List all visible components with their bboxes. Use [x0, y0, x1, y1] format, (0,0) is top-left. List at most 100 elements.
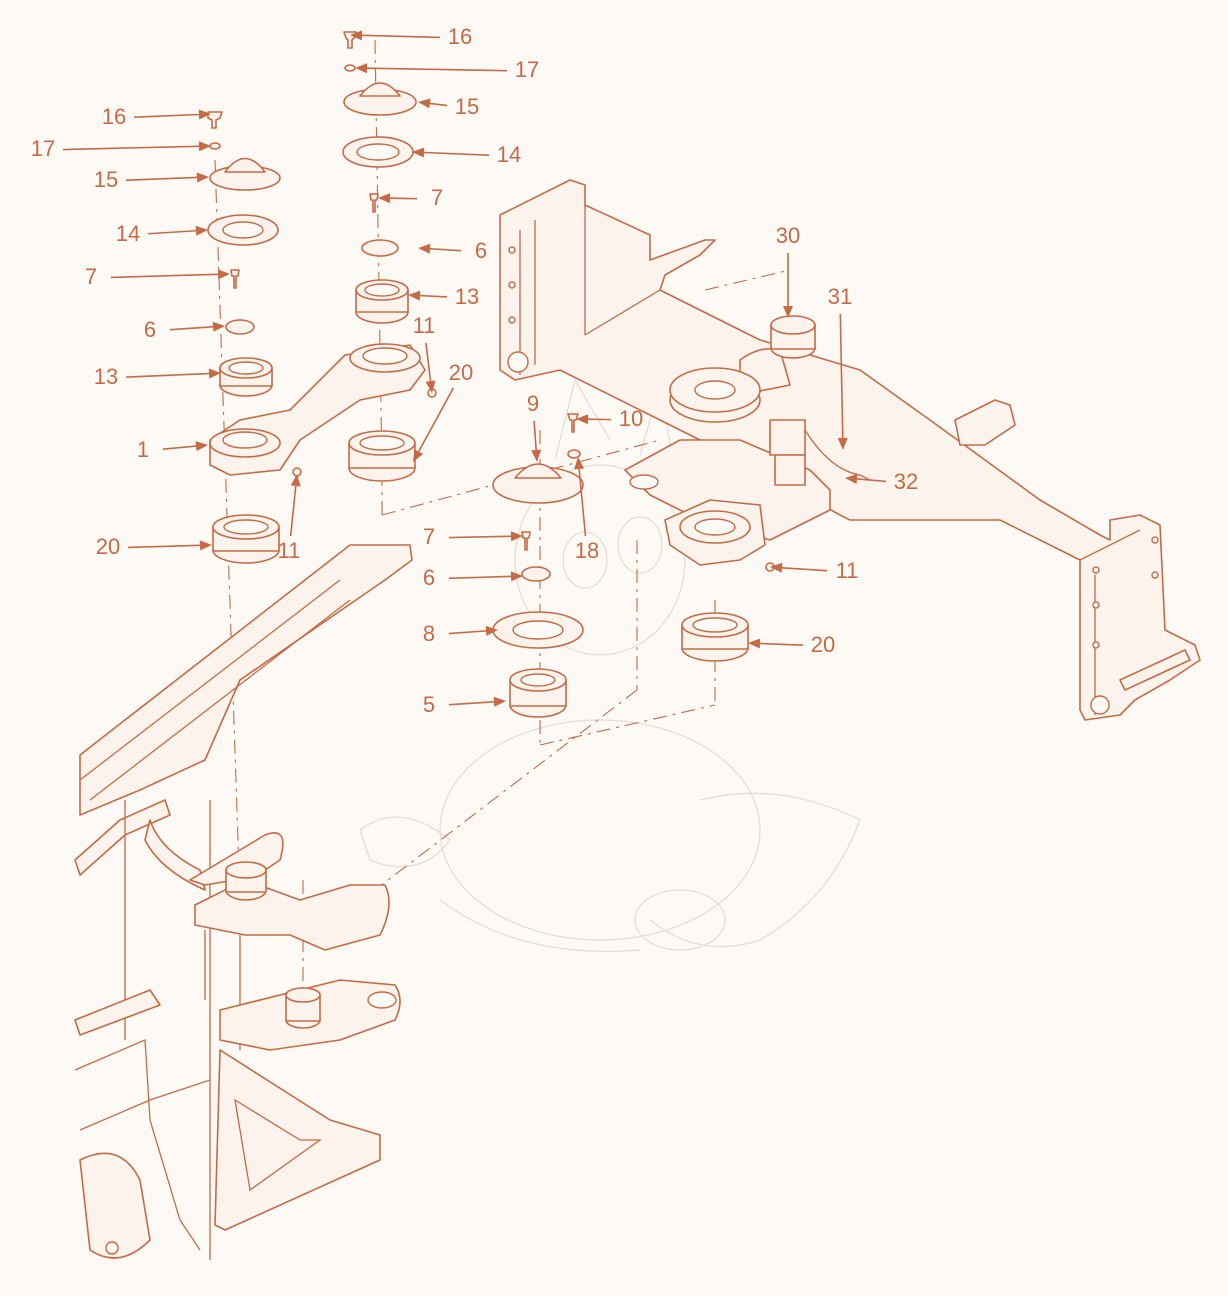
leader-line	[366, 67, 508, 72]
leader-line	[839, 313, 844, 439]
arrowhead	[196, 172, 209, 183]
leader-line	[125, 176, 198, 182]
leader-line	[578, 468, 587, 537]
leader-line	[419, 294, 448, 298]
arrowhead	[413, 449, 424, 462]
callout-label: 17	[515, 57, 539, 82]
callout-c18: 18	[574, 457, 599, 563]
callout-label: 18	[575, 538, 599, 563]
callout-label: 13	[94, 364, 118, 389]
callout-label: 32	[894, 469, 918, 494]
callout-c16a: 16	[350, 24, 472, 49]
callout-label: 13	[455, 284, 479, 309]
callout-label: 14	[497, 142, 521, 167]
arrowhead	[576, 414, 589, 425]
callout-c20c: 20	[748, 632, 835, 657]
callout-label: 17	[31, 136, 55, 161]
callout-c8: 8	[423, 621, 498, 646]
arrowhead	[208, 368, 221, 379]
callout-c14a: 14	[412, 142, 521, 167]
callout-c1: 1	[137, 437, 208, 462]
arrowhead	[195, 225, 208, 236]
arrowhead	[748, 638, 761, 649]
callout-label: 30	[776, 223, 800, 248]
leader-line	[147, 229, 197, 235]
callout-label: 31	[828, 284, 852, 309]
callout-c11b: 11	[278, 474, 301, 563]
arrowhead	[510, 571, 523, 582]
leader-line	[110, 273, 219, 279]
center-part-stack	[342, 31, 437, 482]
callout-c6b: 6	[144, 317, 225, 342]
callout-c6a: 6	[418, 238, 487, 263]
arrowhead	[408, 290, 421, 301]
callout-label: 15	[455, 94, 479, 119]
arrowhead	[195, 441, 208, 452]
callout-label: 15	[94, 167, 118, 192]
right-lower-parts	[681, 562, 775, 662]
arrowhead	[837, 437, 848, 450]
callout-label: 7	[85, 264, 97, 289]
leader-line	[169, 325, 214, 331]
callout-c14b: 14	[116, 221, 208, 246]
leader-line	[429, 102, 448, 107]
arrowhead	[212, 321, 225, 332]
callout-label: 11	[413, 313, 436, 338]
left-part-stack	[207, 111, 426, 564]
callout-c30: 30	[776, 223, 800, 318]
leader-line	[133, 113, 200, 118]
callout-c20b: 20	[96, 534, 212, 559]
callout-c17b: 17	[31, 136, 211, 161]
arrowhead	[350, 30, 363, 41]
leader-line	[361, 34, 441, 39]
arrowhead	[845, 473, 858, 484]
arrowhead	[783, 306, 793, 318]
callout-c7a: 7	[378, 185, 443, 210]
arrowhead	[217, 269, 230, 280]
arrowhead	[574, 457, 585, 470]
leader-line	[759, 642, 804, 646]
callout-c17a: 17	[355, 57, 539, 82]
callout-label: 16	[102, 104, 126, 129]
callout-label: 6	[475, 238, 487, 263]
leader-line	[425, 342, 432, 382]
callout-label: 7	[431, 185, 443, 210]
callout-c13a: 13	[408, 284, 479, 309]
callout-label: 1	[137, 437, 149, 462]
callout-c6c: 6	[423, 565, 523, 590]
leader-line	[856, 478, 887, 483]
callout-c32: 32	[845, 469, 918, 494]
arrowhead	[425, 380, 436, 393]
callout-c10: 10	[576, 406, 643, 431]
leader-line	[289, 485, 297, 537]
leader-line	[423, 151, 490, 156]
main-frame	[74, 544, 413, 1260]
leader-line	[429, 247, 462, 252]
leader-line	[448, 630, 487, 635]
middle-part-stack	[492, 413, 584, 718]
arrowhead	[412, 147, 425, 158]
arrowhead	[198, 141, 211, 152]
arrowhead	[493, 696, 506, 707]
arrowhead	[355, 63, 368, 74]
axle-beam-assembly	[499, 179, 1201, 721]
callout-label: 14	[116, 221, 140, 246]
arrowhead	[418, 98, 431, 109]
arrowhead	[290, 474, 301, 487]
leader-line	[418, 387, 455, 452]
callout-label: 16	[448, 24, 472, 49]
callout-label: 11	[278, 538, 301, 563]
arrowhead	[531, 449, 542, 462]
callout-label: 20	[811, 632, 835, 657]
callout-c15b: 15	[94, 167, 209, 192]
callout-c13b: 13	[94, 364, 221, 389]
callout-c31: 31	[828, 284, 852, 450]
arrowhead	[510, 531, 523, 542]
callout-c16b: 16	[102, 104, 211, 129]
arrowhead	[378, 193, 391, 204]
callout-layer: 1617151476131120161715147613111209101876…	[31, 24, 918, 717]
callout-c11c: 11	[770, 558, 858, 583]
callout-label: 20	[449, 360, 473, 385]
callout-c20a: 20	[413, 360, 473, 462]
leader-line	[533, 420, 537, 451]
